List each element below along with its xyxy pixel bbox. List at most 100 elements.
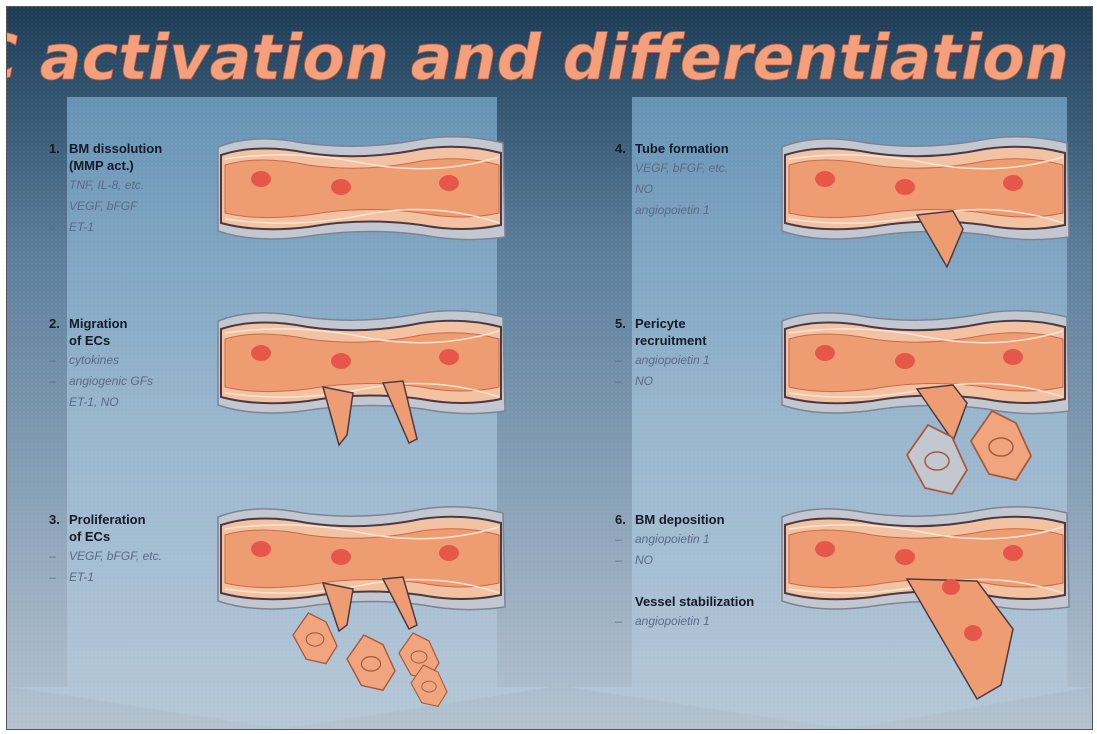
cell-body bbox=[293, 613, 337, 664]
list-dash: – bbox=[49, 217, 69, 238]
factor-text: TNF, IL-8, etc. bbox=[69, 175, 144, 196]
cell-body bbox=[971, 411, 1031, 480]
nucleus bbox=[439, 545, 459, 561]
vessel-6 bbox=[782, 507, 1069, 699]
factor-text: angiopoietin 1 bbox=[635, 611, 710, 632]
migration-sprout bbox=[323, 387, 353, 445]
nucleus bbox=[331, 549, 351, 565]
vessel-lumen bbox=[225, 529, 499, 588]
vessel-4 bbox=[782, 137, 1069, 267]
vessel-lumen bbox=[789, 159, 1063, 218]
diagram-frame: EC activation and differentiation 1.BM d… bbox=[6, 6, 1093, 730]
step-heading-text: Migration of ECs bbox=[69, 315, 128, 349]
step-4: 4.Tube formation–VEGF, bFGF, etc.–NO–ang… bbox=[615, 140, 729, 221]
factor-text: angiogenic GFs bbox=[69, 371, 153, 392]
factor-list: –angiopoietin 1–NO bbox=[615, 529, 754, 571]
nucleus bbox=[1003, 349, 1023, 365]
nucleus bbox=[251, 345, 271, 361]
list-dash: – bbox=[615, 350, 635, 371]
factor-list: –TNF, IL-8, etc.–VEGF, bFGF–ET-1 bbox=[49, 175, 162, 238]
proliferating-cell bbox=[293, 613, 337, 664]
factor-list: –angiopoietin 1–NO bbox=[615, 350, 710, 392]
step-heading: 2.Migration of ECs bbox=[49, 315, 153, 349]
list-dash: – bbox=[49, 546, 69, 567]
step-number: 3. bbox=[49, 511, 69, 545]
list-dash: – bbox=[49, 196, 69, 217]
vessel-lumen bbox=[225, 159, 499, 218]
factor-text: ET-1 bbox=[69, 567, 94, 588]
step-heading: 6.BM deposition bbox=[615, 511, 754, 528]
factor-text: ET-1 bbox=[69, 217, 94, 238]
vessel-1 bbox=[218, 137, 505, 240]
substep: Vessel stabilization–angiopoietin 1 bbox=[615, 593, 754, 632]
factor-text: angiopoietin 1 bbox=[635, 200, 710, 221]
step-heading-text: Tube formation bbox=[635, 140, 729, 157]
factor-item: –ET-1 bbox=[49, 217, 162, 238]
nucleus bbox=[251, 541, 271, 557]
nucleus bbox=[964, 625, 982, 641]
factor-text: angiopoietin 1 bbox=[635, 350, 710, 371]
nucleus bbox=[439, 349, 459, 365]
vessel-lumen bbox=[789, 333, 1063, 392]
nucleus bbox=[942, 579, 960, 595]
factor-text: VEGF, bFGF, etc. bbox=[69, 546, 162, 567]
factor-item: –angiogenic GFs bbox=[49, 371, 153, 392]
step-6: 6.BM deposition–angiopoietin 1–NOVessel … bbox=[615, 511, 754, 632]
factor-item: –NO bbox=[615, 371, 710, 392]
nucleus bbox=[895, 353, 915, 369]
factor-item: –angiopoietin 1 bbox=[615, 611, 754, 632]
factor-item: –cytokines bbox=[49, 350, 153, 371]
nucleus bbox=[1003, 545, 1023, 561]
factor-text: cytokines bbox=[69, 350, 119, 371]
step-1: 1.BM dissolution (MMP act.)–TNF, IL-8, e… bbox=[49, 140, 162, 238]
step-heading-text: BM deposition bbox=[635, 511, 725, 528]
vessel-3 bbox=[218, 507, 505, 631]
pericyte-cell bbox=[907, 425, 967, 494]
step-number: 2. bbox=[49, 315, 69, 349]
step-heading: 1.BM dissolution (MMP act.) bbox=[49, 140, 162, 174]
step-number: 1. bbox=[49, 140, 69, 174]
factor-item: –VEGF, bFGF bbox=[49, 196, 162, 217]
factor-text: VEGF, bFGF, etc. bbox=[635, 158, 728, 179]
factor-item: ET-1, NO bbox=[49, 392, 153, 413]
list-dash: – bbox=[615, 200, 635, 221]
cell-body bbox=[347, 635, 395, 690]
factor-item: –VEGF, bFGF, etc. bbox=[615, 158, 729, 179]
factor-item: –angiopoietin 1 bbox=[615, 350, 710, 371]
step-number: 6. bbox=[615, 511, 635, 528]
vessel-lumen bbox=[789, 529, 1063, 588]
factor-item: –NO bbox=[615, 550, 754, 571]
factor-item: –NO bbox=[615, 179, 729, 200]
list-dash bbox=[49, 392, 69, 413]
nucleus bbox=[331, 353, 351, 369]
step-3: 3.Proliferation of ECs–VEGF, bFGF, etc.–… bbox=[49, 511, 162, 588]
list-dash: – bbox=[615, 158, 635, 179]
vessel-2 bbox=[218, 311, 505, 445]
cell-body bbox=[907, 425, 967, 494]
nucleus bbox=[815, 541, 835, 557]
factor-text: NO bbox=[635, 550, 653, 571]
tube-branch bbox=[917, 211, 963, 267]
factor-item: –TNF, IL-8, etc. bbox=[49, 175, 162, 196]
step-2: 2.Migration of ECs–cytokines–angiogenic … bbox=[49, 315, 153, 413]
factor-text: NO bbox=[635, 371, 653, 392]
list-dash: – bbox=[49, 371, 69, 392]
list-dash: – bbox=[49, 175, 69, 196]
factor-list: –VEGF, bFGF, etc.–ET-1 bbox=[49, 546, 162, 588]
list-dash: – bbox=[49, 567, 69, 588]
factor-text: VEGF, bFGF bbox=[69, 196, 137, 217]
step-number: 4. bbox=[615, 140, 635, 157]
step-heading: 3.Proliferation of ECs bbox=[49, 511, 162, 545]
nucleus bbox=[1003, 175, 1023, 191]
list-dash: – bbox=[615, 529, 635, 550]
nucleus bbox=[331, 179, 351, 195]
nucleus bbox=[895, 179, 915, 195]
nucleus bbox=[439, 175, 459, 191]
vessel-illustrations bbox=[7, 7, 1092, 729]
factor-item: –ET-1 bbox=[49, 567, 162, 588]
step-heading-text: BM dissolution (MMP act.) bbox=[69, 140, 162, 174]
list-dash: – bbox=[49, 350, 69, 371]
factor-list: –VEGF, bFGF, etc.–NO–angiopoietin 1 bbox=[615, 158, 729, 221]
factor-text: angiopoietin 1 bbox=[635, 529, 710, 550]
step-heading: 5.Pericyte recruitment bbox=[615, 315, 710, 349]
